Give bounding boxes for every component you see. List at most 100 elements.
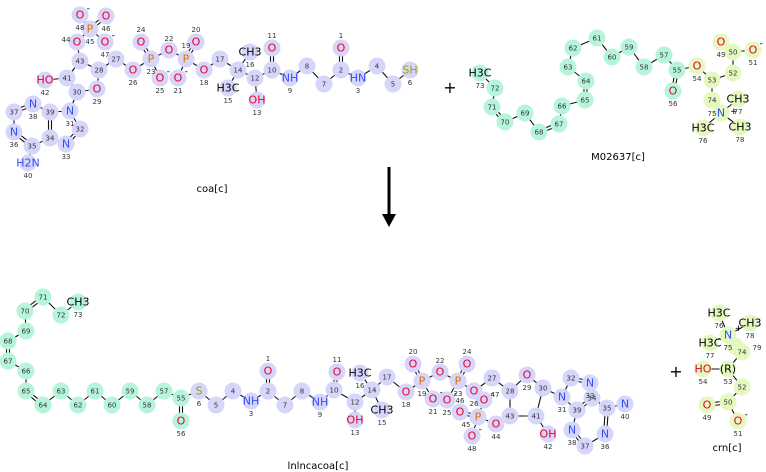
atom-highlight (0, 332, 17, 350)
atom-number: 5 (391, 81, 395, 89)
atom-number: 23 (147, 68, 156, 76)
atom-symbol: H3C (217, 82, 240, 95)
atom-number: 73 (476, 82, 485, 90)
atom-highlight (577, 72, 595, 90)
bonds-layer (5, 14, 754, 448)
atom-number: 32 (76, 126, 85, 134)
atom-number: 24 (463, 348, 472, 356)
atom-highlight (471, 64, 489, 82)
atom-highlight (469, 408, 487, 426)
charge-sign: - (440, 388, 443, 398)
atom-highlight (169, 69, 187, 87)
atom-symbol: OH (249, 94, 266, 107)
atom-number: 56 (669, 100, 678, 108)
charge-sign: - (112, 31, 115, 41)
atom-highlight (96, 33, 114, 51)
atom-number: 61 (593, 35, 602, 43)
atom-number: 54 (693, 75, 702, 83)
atom-symbol: N (66, 105, 74, 118)
atom-number: 38 (568, 439, 577, 447)
atom-number: 55 (177, 395, 186, 403)
atom-symbol: O (337, 42, 346, 55)
atom-number: 5 (214, 402, 218, 410)
atom-highlight (483, 369, 501, 387)
atom-symbol: NH (282, 72, 299, 85)
atom-highlight (69, 293, 87, 311)
atom-highlight (451, 403, 469, 421)
atom-number: 19 (418, 390, 427, 398)
atom-highlight (698, 396, 716, 414)
atom-number: 17 (216, 56, 225, 64)
atom-symbol: HO (37, 74, 54, 87)
atom-number: 75 (724, 344, 733, 352)
atom-highlight (731, 118, 749, 136)
atom-highlight (550, 115, 568, 133)
atom-number: 47 (101, 51, 110, 59)
atom-number: 43 (76, 58, 85, 66)
atom-highlight (712, 33, 730, 51)
atom-number: 4 (231, 388, 236, 396)
atom-highlight (71, 52, 89, 70)
atom-symbol: N (586, 377, 594, 390)
atom-highlight (0, 352, 17, 370)
atom-symbol: CH3 (727, 93, 750, 106)
atom-symbol: H3C (349, 367, 372, 380)
atom-highlight (373, 401, 391, 419)
atom-symbol: O (137, 36, 146, 49)
atom-number: 76 (715, 322, 724, 330)
atom-symbol: N (601, 428, 609, 441)
atom-highlight (664, 82, 682, 100)
atom-highlight (729, 412, 747, 430)
atom-highlight (190, 382, 208, 400)
atom-highlight (81, 20, 99, 38)
atom-highlight (195, 61, 213, 79)
atom-highlight (172, 412, 190, 430)
atom-highlight (68, 83, 86, 101)
atom-number: 30 (539, 385, 548, 393)
atom-highlight (346, 411, 364, 429)
atom-highlight (5, 123, 23, 141)
atom-number: 45 (462, 421, 471, 429)
atom-highlight (501, 382, 519, 400)
atom-number: 77 (706, 352, 715, 360)
atom-number: 51 (749, 59, 758, 67)
atom-number: 70 (501, 119, 510, 127)
atom-number: 1 (266, 355, 270, 363)
atom-number: 68 (535, 129, 544, 137)
atom-number: 59 (126, 388, 135, 396)
atom-number: 68 (4, 338, 13, 346)
atom-number: 6 (197, 400, 202, 408)
atom-symbol: CH3 (67, 296, 90, 309)
atom-symbol: O (436, 366, 445, 379)
atom-number: 3 (249, 410, 253, 418)
atom-symbol: H2N (16, 157, 40, 170)
atom-highlight (694, 119, 712, 137)
atom-highlight (501, 407, 519, 425)
atom-highlight (741, 314, 759, 332)
atom-symbol: O (468, 430, 477, 443)
atom-highlight (276, 396, 294, 414)
atom-highlight (701, 334, 719, 352)
atom-number: 69 (22, 328, 31, 336)
atom-highlight (404, 355, 422, 373)
down-arrow-icon (382, 167, 396, 227)
plus-sign-products: + (669, 362, 682, 381)
atom-highlight (564, 39, 582, 57)
atom-number: 71 (39, 294, 48, 302)
atom-highlight (52, 306, 70, 324)
atom-highlight (315, 75, 333, 93)
atom-highlight (568, 401, 586, 419)
atom-highlight (438, 391, 456, 409)
atom-highlight (516, 104, 534, 122)
atom-number: 13 (351, 429, 360, 437)
atom-highlight (142, 50, 160, 68)
atom-symbol: O (93, 83, 102, 96)
atom-highlight (655, 46, 673, 64)
charge-sign: + (735, 324, 743, 334)
atom-symbol: O (443, 394, 452, 407)
atom-number: 8 (305, 63, 309, 71)
atom-symbol: NH (312, 396, 329, 409)
atom-highlight (172, 389, 190, 407)
atom-highlight (298, 57, 316, 75)
charge-sign: - (454, 389, 457, 399)
